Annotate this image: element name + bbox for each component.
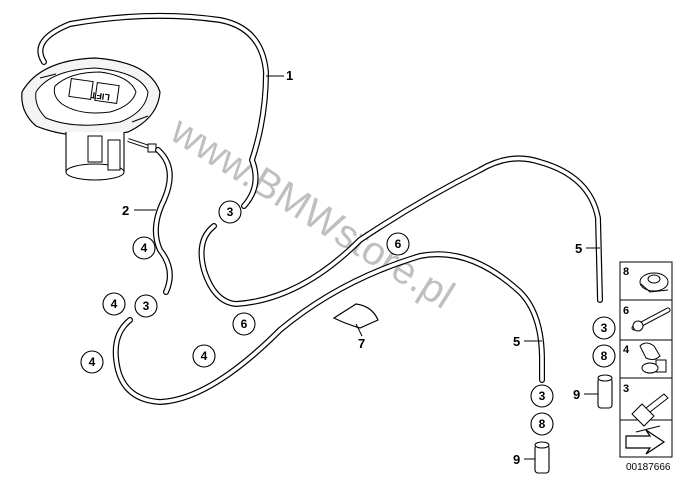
hose-upper-long xyxy=(198,155,603,307)
callout-5-lower: 5 xyxy=(513,334,520,349)
callout-9-lower: 9 xyxy=(513,452,520,467)
callout-7: 7 xyxy=(358,336,365,351)
connector-icon xyxy=(631,393,669,427)
circle-ref-4: 4 xyxy=(102,292,126,316)
cable-tie-icon xyxy=(631,307,671,332)
svg-text:4: 4 xyxy=(89,355,96,369)
parts-legend: 8 6 4 3 xyxy=(619,261,673,458)
callout-5-upper: 5 xyxy=(575,241,582,256)
circled-references: 3 3 3 3 4 4 4 4 xyxy=(80,200,616,436)
leader-lines xyxy=(134,75,600,460)
svg-text:3: 3 xyxy=(227,205,234,219)
svg-text:6: 6 xyxy=(395,237,402,251)
callout-2: 2 xyxy=(122,203,129,218)
callout-1: 1 xyxy=(286,68,293,83)
hose-1 xyxy=(37,12,269,209)
circle-ref-4: 4 xyxy=(192,344,216,368)
circle-ref-8: 8 xyxy=(592,344,616,368)
arrow-icon xyxy=(625,425,666,455)
document-id: 00187666 xyxy=(626,462,671,473)
hose-lower-long xyxy=(112,251,545,405)
svg-text:4: 4 xyxy=(111,297,118,311)
circle-ref-6: 6 xyxy=(232,312,256,336)
svg-text:8: 8 xyxy=(539,417,546,431)
svg-text:3: 3 xyxy=(539,389,546,403)
svg-text:3: 3 xyxy=(143,299,150,313)
circle-ref-6: 6 xyxy=(386,232,410,256)
clip-icon xyxy=(639,272,669,293)
circle-ref-4: 4 xyxy=(80,350,104,374)
fuel-pump-unit: LIFT xyxy=(21,57,161,181)
callout-labels: 1 2 5 5 7 9 9 xyxy=(122,68,582,467)
legend-item-4: 4 xyxy=(623,344,630,356)
svg-text:6: 6 xyxy=(241,317,248,331)
circle-ref-3: 3 xyxy=(592,316,616,340)
hose-clamp-icon xyxy=(639,342,667,374)
circle-ref-4: 4 xyxy=(132,236,156,260)
callout-9-upper: 9 xyxy=(573,387,580,402)
circle-ref-8: 8 xyxy=(530,412,554,436)
part-7-pad xyxy=(332,303,379,329)
end-piece-9-upper xyxy=(597,374,613,409)
legend-item-6: 6 xyxy=(623,305,629,317)
pump-lift-label: LIFT xyxy=(90,90,111,103)
end-piece-9-lower xyxy=(534,441,550,474)
hose-2 xyxy=(152,147,173,295)
svg-text:8: 8 xyxy=(601,349,608,363)
circle-ref-3: 3 xyxy=(134,294,158,318)
svg-text:4: 4 xyxy=(141,241,148,255)
legend-item-8: 8 xyxy=(623,266,629,278)
circle-ref-3: 3 xyxy=(530,384,554,408)
svg-text:4: 4 xyxy=(201,349,208,363)
watermark: www.BMWstore.pl xyxy=(162,108,461,318)
svg-text:3: 3 xyxy=(601,321,608,335)
legend-item-3: 3 xyxy=(623,383,629,395)
circle-ref-3: 3 xyxy=(218,200,242,224)
